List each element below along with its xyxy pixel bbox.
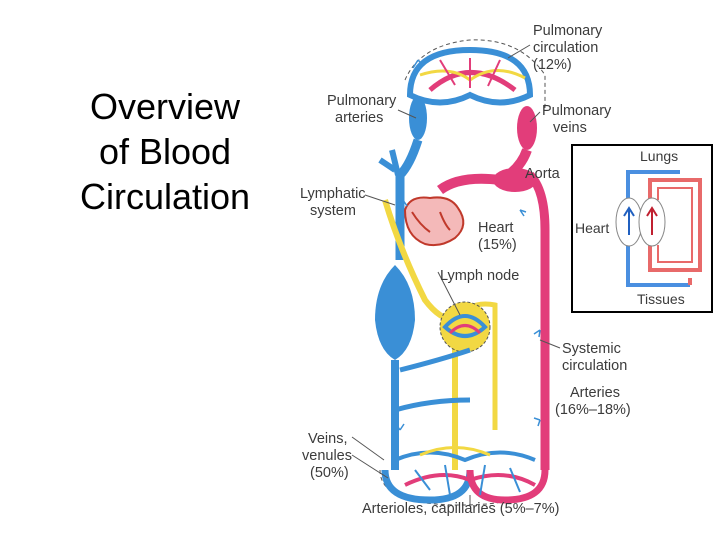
label-pulmonary-veins: Pulmonary veins [542,103,615,136]
inset-label-heart: Heart [575,220,609,236]
slide-title: Overview of Blood Circulation [40,84,290,219]
inset-diagram: Lungs Heart Tissues [571,144,713,313]
title-line-1: Overview [89,86,241,127]
title-line-3: Circulation [79,176,251,217]
vessel-artwork [375,39,550,506]
label-heart: Heart (15%) [478,220,518,253]
label-systemic-circulation: Systemic circulation [562,341,627,374]
label-lymphatic-system: Lymphatic system [300,186,370,219]
label-arterioles-capillaries: Arterioles, capillaries (5%–7%) [362,501,559,517]
inset-label-lungs: Lungs [640,148,678,164]
label-lymph-node: Lymph node [440,268,519,284]
label-veins-venules: Veins, venules (50%) [302,431,356,481]
label-arteries: Arteries (16%–18%) [555,385,631,418]
label-aorta: Aorta [525,166,561,182]
leader-lines [351,44,561,505]
inset-oxygenated-loop [648,178,702,272]
inset-deoxygenated-loop [626,170,680,200]
title-line-2: of Blood [98,131,232,172]
inset-label-tissues: Tissues [637,291,685,307]
label-pulmonary-circulation: Pulmonary circulation (12%) [533,23,606,73]
label-pulmonary-arteries: Pulmonary arteries [327,93,400,126]
